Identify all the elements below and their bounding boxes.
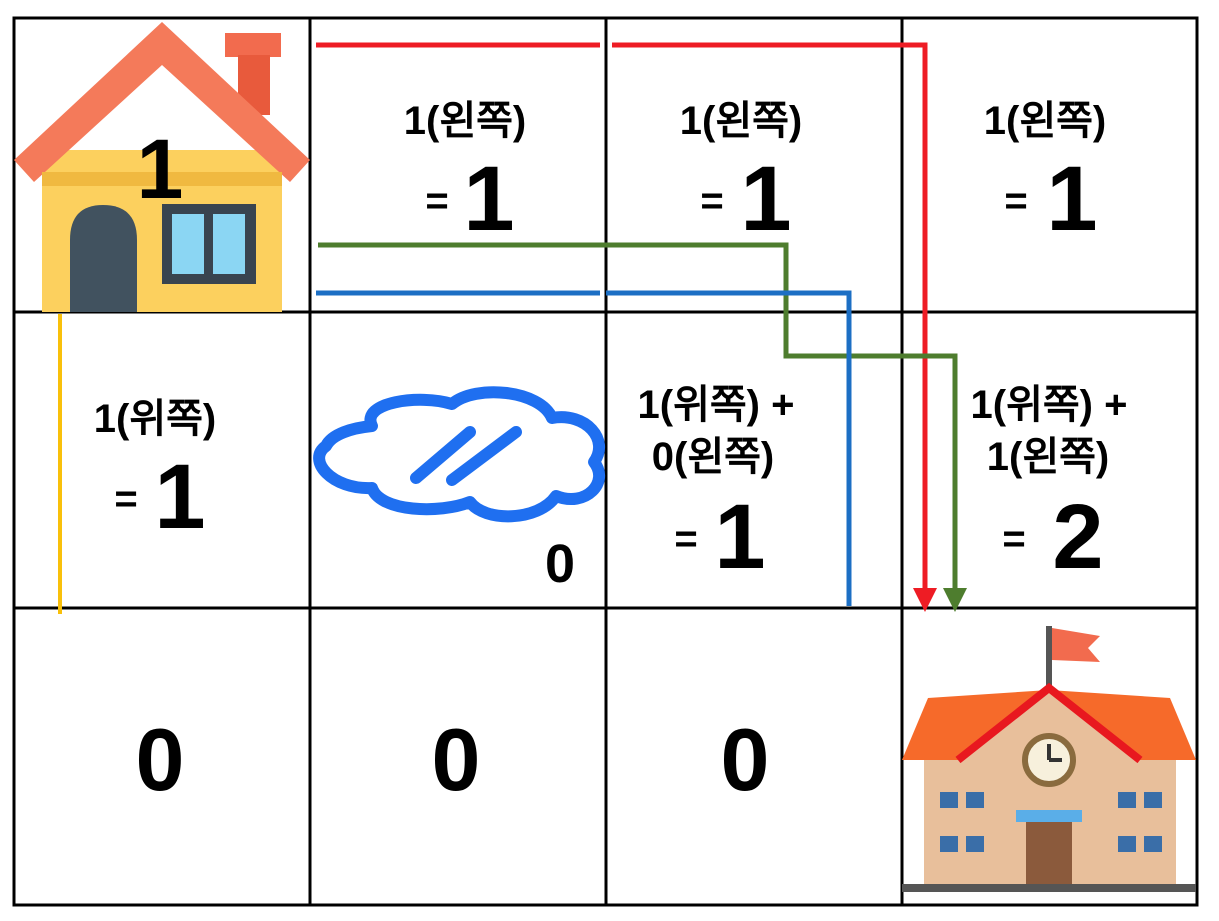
cell-r1c2-line2: 0(왼쪽) [652, 435, 775, 479]
cell-r1c1-value: 0 [545, 534, 575, 594]
cell-r0c3-label: 1(왼쪽) [984, 99, 1107, 143]
green-arrowhead [943, 588, 967, 612]
cell-r1c3-value: 2 [1052, 486, 1103, 588]
cell-r1c0-label: 1(위쪽) [94, 397, 217, 441]
cell-r1c2-line1: 1(위쪽) + [638, 383, 795, 427]
path-green [318, 242, 967, 612]
path-blue [316, 290, 852, 606]
cell-r0c2-label: 1(왼쪽) [680, 99, 803, 143]
green-route [318, 242, 958, 590]
house-icon [14, 22, 310, 312]
cell-r2c0-value: 0 [136, 710, 185, 809]
cell-r0c2: 1(왼쪽) = 1 [680, 99, 803, 250]
cell-r1c0-value: 1 [154, 446, 205, 548]
cell-r1c2: 1(위쪽) + 0(왼쪽) = 1 [638, 383, 795, 588]
cell-r1c0-equals: = [114, 477, 137, 521]
cell-r0c3: 1(왼쪽) = 1 [984, 99, 1107, 250]
cell-r1c3-equals: = [1002, 517, 1025, 561]
cell-r1c2-value: 1 [714, 486, 765, 588]
cell-r1c3-line2: 1(왼쪽) [987, 435, 1110, 479]
cell-r0c3-value: 1 [1046, 148, 1097, 250]
cell-r2c1-value: 0 [432, 710, 481, 809]
school-icon [902, 626, 1196, 892]
cell-r0c2-value: 1 [740, 148, 791, 250]
cell-r1c3: 1(위쪽) + 1(왼쪽) = 2 [971, 383, 1128, 588]
puddle-icon [313, 386, 606, 523]
cell-r0c3-equals: = [1004, 179, 1027, 223]
cell-r2c2-value: 0 [721, 710, 770, 809]
path-red [316, 42, 937, 612]
cell-r0c0-value: 1 [137, 122, 184, 216]
cell-r1c0: 1(위쪽) = 1 [94, 397, 217, 548]
cell-r0c1-value: 1 [463, 148, 514, 250]
cell-r0c1-equals: = [425, 179, 448, 223]
blue-route-2 [606, 290, 852, 606]
red-route-2 [612, 42, 928, 590]
cell-r1c3-line1: 1(위쪽) + [971, 383, 1128, 427]
cell-r0c2-equals: = [700, 179, 723, 223]
cell-r0c1: 1(왼쪽) = 1 [404, 99, 527, 250]
red-arrowhead [913, 588, 937, 612]
cell-r0c1-label: 1(왼쪽) [404, 99, 527, 143]
cell-r1c2-equals: = [674, 517, 697, 561]
